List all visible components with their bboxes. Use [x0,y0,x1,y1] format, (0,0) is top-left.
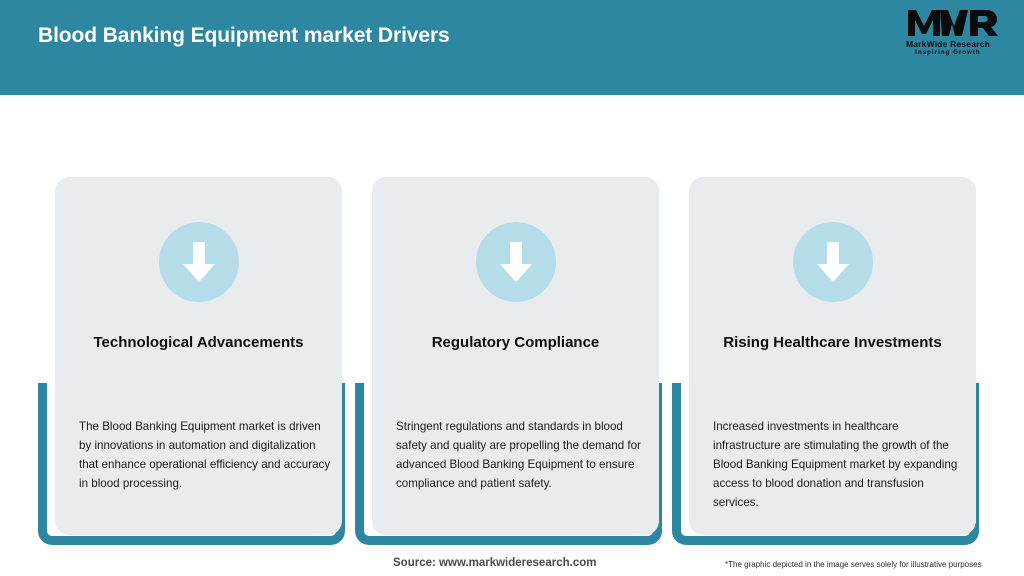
disclaimer-note: *The graphic depicted in the image serve… [725,560,982,569]
driver-card-body: Stringent regulations and standards in b… [396,420,641,490]
arrow-down-glyph [499,242,532,282]
arrow-down-icon [792,222,873,302]
driver-card-title: Regulatory Compliance [431,334,600,351]
driver-card[interactable]: Rising Healthcare Investments Increased … [689,177,976,535]
driver-card-1-slot: Technological Advancements The Blood Ban… [38,95,356,550]
arrow-down-icon [158,222,239,302]
driver-card[interactable]: Regulatory Compliance Stringent regulati… [372,177,659,535]
page-header: Blood Banking Equipment market Drivers M… [0,0,1024,95]
driver-card-body: The Blood Banking Equipment market is dr… [79,420,331,490]
mwr-logo-icon [908,10,998,36]
driver-card-body: Increased investments in healthcare infr… [713,420,958,509]
arrow-down-glyph [182,242,215,282]
arrow-down-glyph [816,242,849,282]
source-label: Source: www.markwideresearch.com [393,557,597,569]
logo-name: MarkWide Research [905,39,991,49]
page-title: Blood Banking Equipment market Drivers [38,24,450,47]
driver-card-2-slot: Regulatory Compliance Stringent regulati… [355,95,673,550]
driver-card-title: Rising Healthcare Investments [723,334,942,351]
driver-card-3-slot: Rising Healthcare Investments Increased … [672,95,990,550]
driver-cards-group: Technological Advancements The Blood Ban… [0,95,1024,550]
brand-logo: MarkWide Research Inspiring Growth [894,8,1002,64]
arrow-down-icon [475,222,556,302]
driver-card[interactable]: Technological Advancements The Blood Ban… [55,177,342,535]
driver-card-title: Technological Advancements [93,334,304,351]
logo-tagline: Inspiring Growth [915,50,981,56]
